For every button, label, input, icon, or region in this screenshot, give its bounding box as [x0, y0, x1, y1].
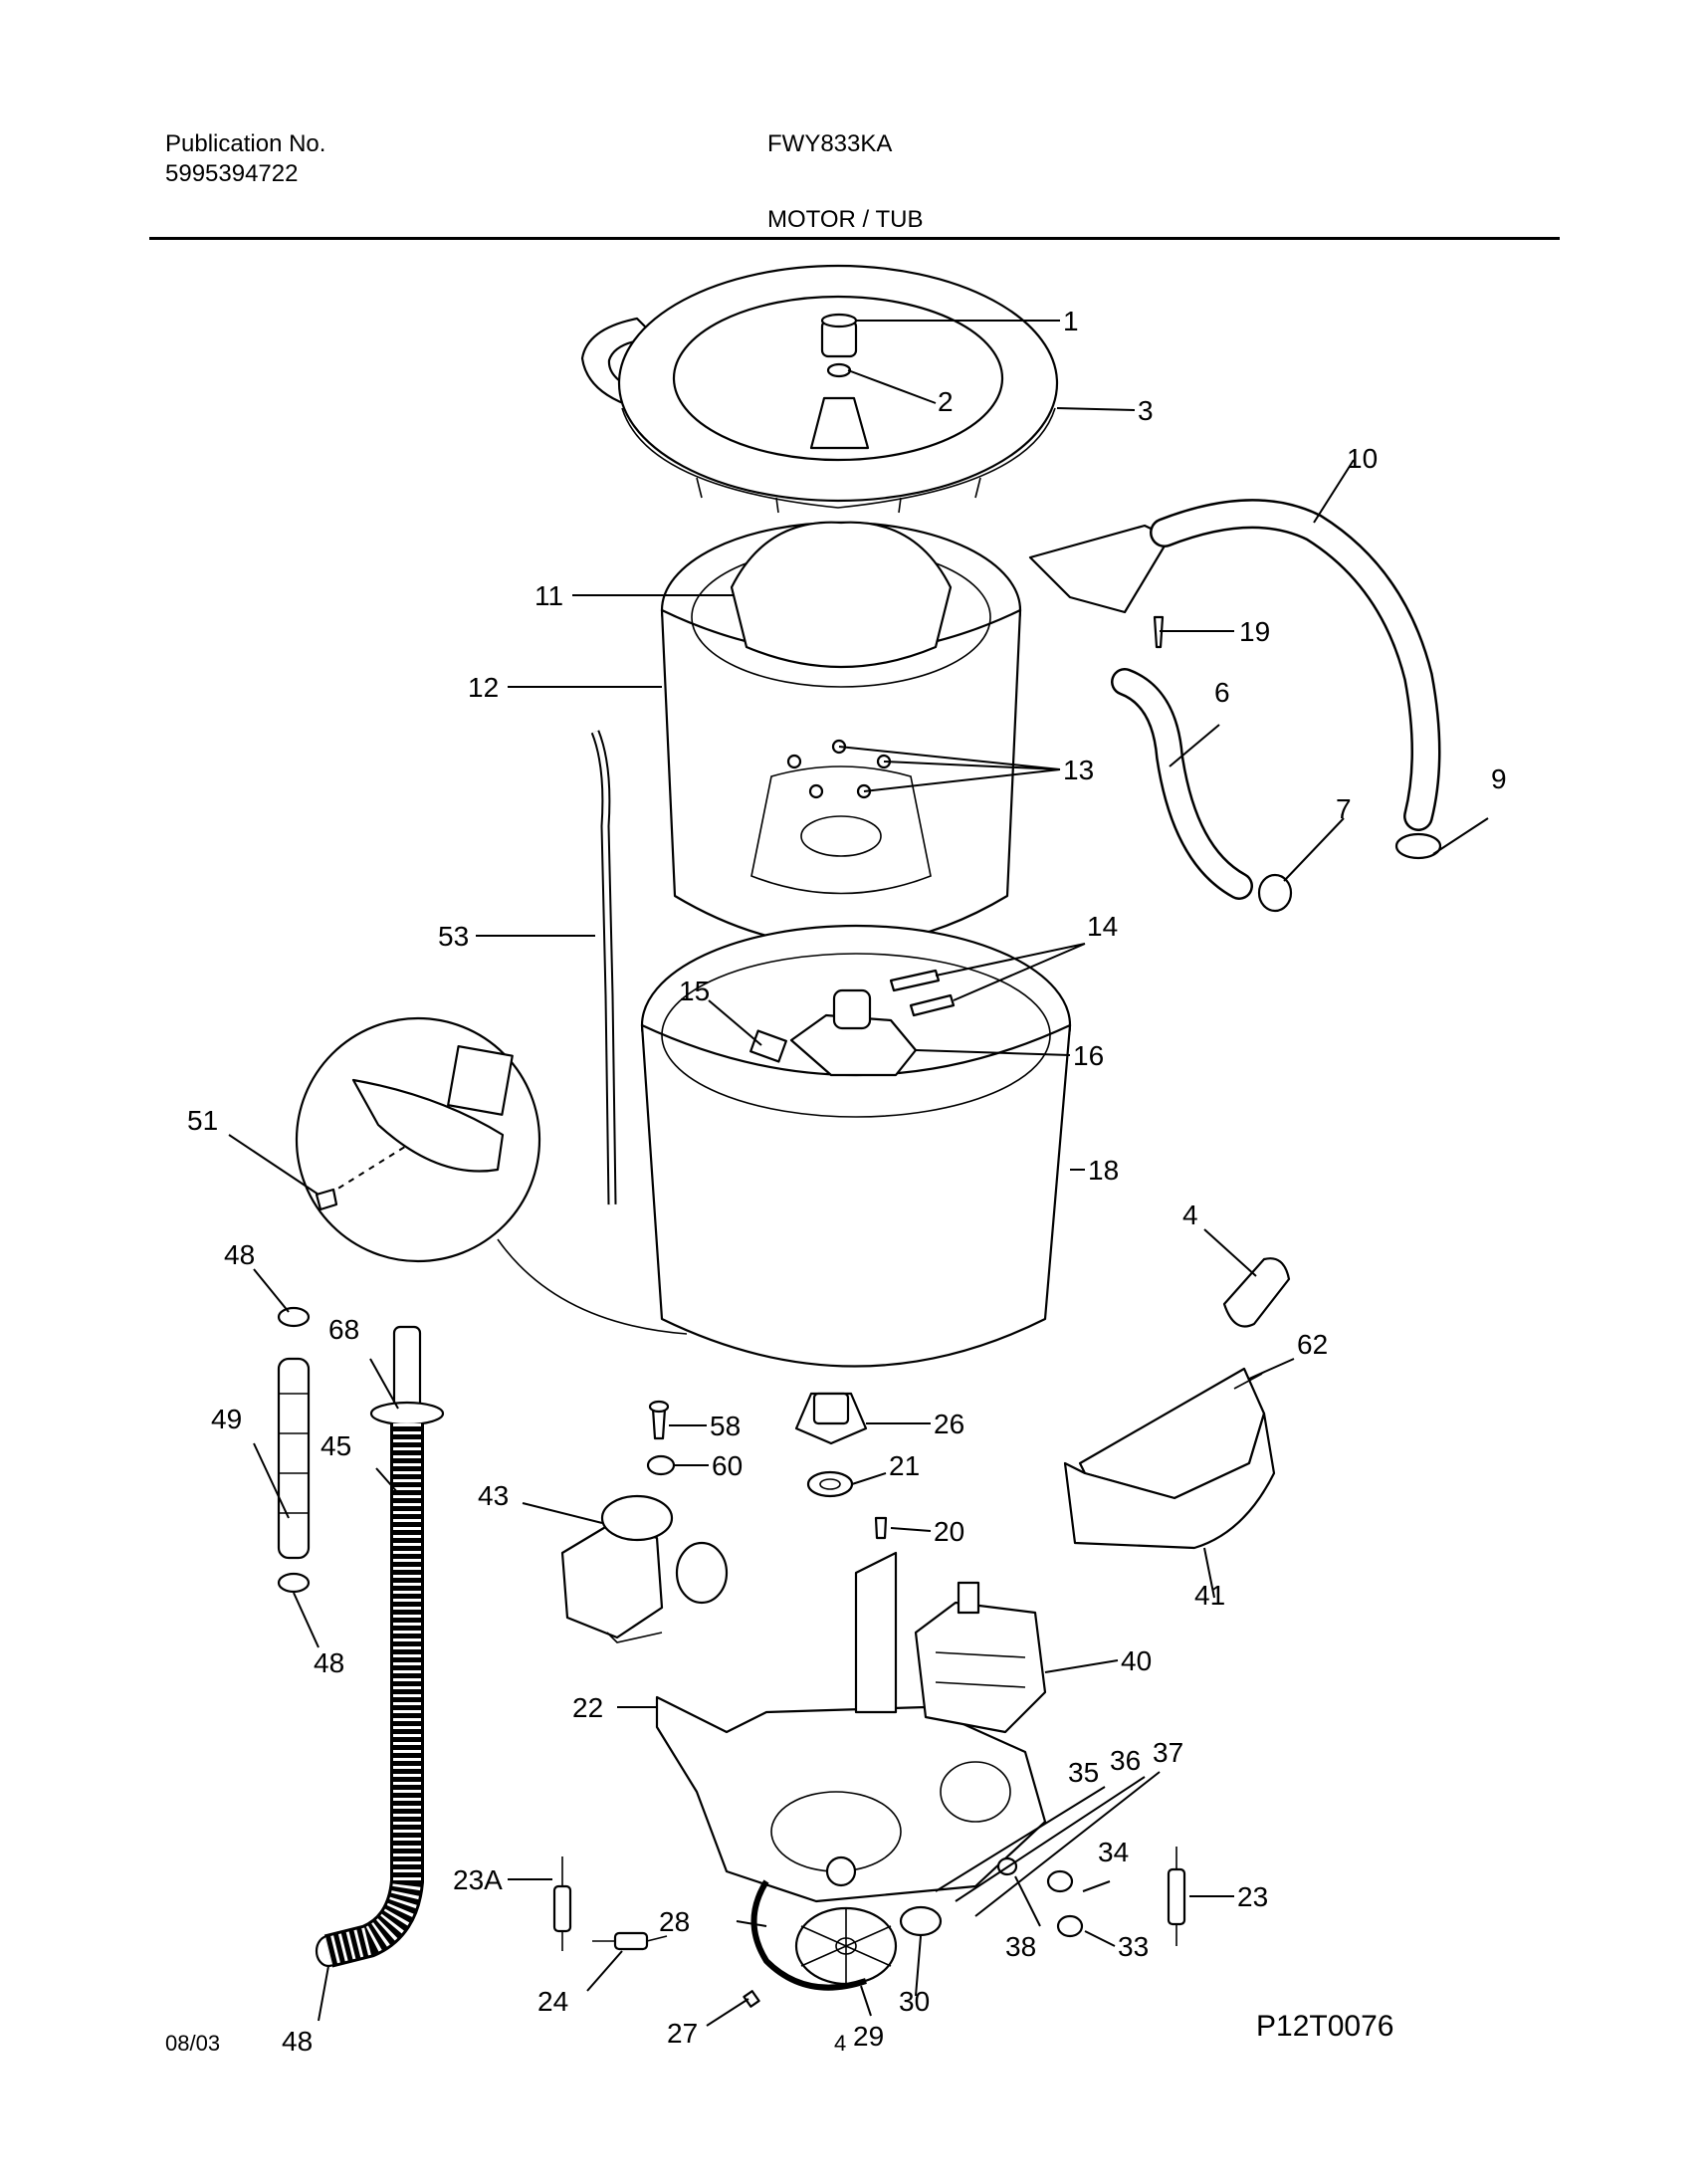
callout-16: 16 [1073, 1040, 1104, 1071]
capacitor-part [1222, 1257, 1291, 1328]
callout-6: 6 [1214, 677, 1230, 708]
detail-inset [295, 1016, 688, 1335]
callout-13: 13 [1063, 755, 1094, 785]
header-rule [149, 237, 1560, 240]
callout-40: 40 [1121, 1645, 1152, 1676]
callout-68: 68 [328, 1314, 359, 1345]
callout-45: 45 [320, 1430, 351, 1461]
callout-60: 60 [712, 1450, 743, 1481]
agitator-nut-part [820, 313, 858, 378]
publication-number: 5995394722 [165, 160, 299, 187]
callout-11: 11 [534, 580, 563, 611]
small-hardware-part [743, 1856, 1084, 2008]
callout-24: 24 [537, 1986, 568, 2017]
callout-20: 20 [934, 1516, 964, 1547]
callout-2: 2 [938, 386, 954, 417]
corrugated-hose-part [323, 1325, 445, 1968]
tub-ring-part [580, 264, 1059, 514]
mounting-plate-part [655, 1551, 1047, 1903]
pressure-tube-part [590, 730, 617, 1205]
publication-label: Publication No. [165, 130, 326, 157]
spring-part [552, 1847, 1186, 1951]
callout-53: 53 [438, 921, 469, 952]
basket-part [660, 521, 1022, 948]
callout-12: 12 [468, 672, 499, 703]
callout-14: 14 [1087, 911, 1118, 942]
callout-21: 21 [889, 1450, 920, 1481]
callout-38: 38 [1005, 1931, 1036, 1962]
pulley-part [794, 1906, 898, 1986]
callout-7: 7 [1336, 793, 1352, 824]
long-hose-part [1028, 499, 1442, 860]
section-title: MOTOR / TUB [767, 206, 924, 233]
leader-lines [228, 320, 1489, 2027]
callout-26: 26 [934, 1409, 964, 1439]
drive-belt-part [750, 1879, 867, 1991]
bearing-housing-part [749, 988, 918, 1077]
shaft-spline-part [809, 396, 870, 450]
callout-36: 36 [1110, 1745, 1141, 1776]
callout-labels: 1 2 3 10 11 19 12 6 13 9 7 53 14 15 16 5… [187, 306, 1507, 2057]
callout-4: 4 [1182, 1200, 1198, 1230]
callout-48-middle: 48 [314, 1647, 344, 1678]
drain-hose-part [1111, 668, 1293, 913]
callout-43: 43 [478, 1480, 509, 1511]
drain-pump-part [560, 1494, 729, 1643]
callout-3: 3 [1138, 395, 1154, 426]
drive-motor-part [914, 1581, 1047, 1734]
callout-19: 19 [1239, 616, 1270, 647]
callout-30: 30 [899, 1986, 930, 2017]
callout-10: 10 [1347, 443, 1378, 474]
model-number: FWY833KA [767, 130, 893, 157]
callout-15: 15 [679, 976, 710, 1006]
callout-18: 18 [1088, 1155, 1119, 1186]
callout-41: 41 [1194, 1580, 1225, 1611]
callout-23a: 23A [453, 1864, 503, 1895]
callout-28: 28 [659, 1906, 690, 1937]
callout-34: 34 [1098, 1837, 1129, 1867]
callout-48-bottom: 48 [282, 2026, 313, 2057]
callout-22: 22 [572, 1692, 603, 1723]
bearing-seal-part [794, 1392, 888, 1540]
callout-49: 49 [211, 1404, 242, 1434]
reference-code: P12T0076 [1256, 2010, 1393, 2043]
callout-62: 62 [1297, 1329, 1328, 1360]
callout-27: 27 [667, 2018, 698, 2049]
callout-51: 51 [187, 1105, 218, 1136]
page-number: 4 [834, 2031, 847, 2056]
motor-shield-part [1063, 1367, 1276, 1550]
callout-9: 9 [1491, 763, 1507, 794]
short-hose-part [277, 1357, 311, 1560]
callout-23: 23 [1237, 1881, 1268, 1912]
callout-33: 33 [1118, 1931, 1149, 1962]
callout-35: 35 [1068, 1757, 1099, 1788]
callout-58: 58 [710, 1411, 741, 1441]
bolts-part [889, 969, 956, 1017]
footer-date: 08/03 [165, 2031, 221, 2056]
screw-part [646, 1400, 676, 1476]
callout-29: 29 [853, 2021, 884, 2052]
callout-48-top: 48 [224, 1239, 255, 1270]
callout-37: 37 [1153, 1737, 1183, 1768]
callout-1: 1 [1063, 306, 1079, 336]
